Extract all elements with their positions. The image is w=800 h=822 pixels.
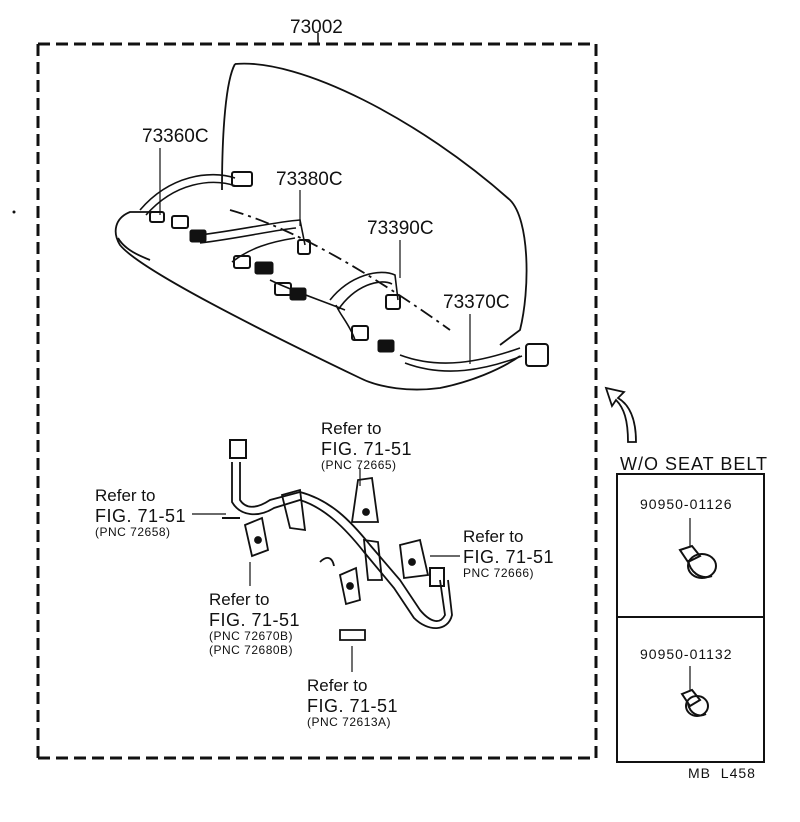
plug-icon-2 <box>680 688 709 717</box>
refer-to-text: Refer to <box>209 590 270 609</box>
fig-link[interactable]: FIG. 71-51 <box>95 505 187 526</box>
refer-to-text: Refer to <box>463 527 524 546</box>
assembly-number: 73002 <box>290 17 343 38</box>
stray-mark <box>12 210 16 214</box>
ref-leaders <box>192 468 460 672</box>
fig-link[interactable]: FIG. 71-51 <box>209 609 301 630</box>
plug-icon-1 <box>678 544 717 579</box>
pnc-text: (PNC 72658) <box>95 525 171 540</box>
fig-link[interactable]: FIG. 71-51 <box>321 438 413 459</box>
ref-block-72613a: Refer to FIG. 71-51 (PNC 72613A) <box>307 676 398 730</box>
pnc-text: PNC 72666) <box>463 566 535 581</box>
refer-to-text: Refer to <box>321 419 382 438</box>
pnc-text: (PNC 72670B) <box>209 629 294 644</box>
pnc-text: (PNC 72665) <box>321 458 397 473</box>
part-number-73380c: 73380C <box>276 169 343 190</box>
part-number-73370c: 73370C <box>443 292 510 313</box>
bench-seat <box>114 62 528 391</box>
ref-block-72666: Refer to FIG. 71-51 PNC 72666) <box>463 527 554 581</box>
pnc-text: (PNC 72680B) <box>209 643 294 658</box>
part-number-73360c: 73360C <box>142 126 209 147</box>
fig-link[interactable]: FIG. 71-51 <box>307 695 399 716</box>
variant-part-number: 90950-01132 <box>640 646 733 662</box>
belt-buckles <box>149 171 549 367</box>
variant-box <box>616 473 765 763</box>
ref-block-72665: Refer to FIG. 71-51 (PNC 72665) <box>321 419 412 473</box>
ref-block-72658: Refer to FIG. 71-51 (PNC 72658) <box>95 486 186 540</box>
assembly-frame <box>36 42 598 760</box>
footer-code: MB L458 <box>688 765 756 781</box>
variant-part-number: 90950-01126 <box>640 496 733 512</box>
seat-belts-upper <box>139 173 523 372</box>
refer-to-text: Refer to <box>307 676 368 695</box>
variant-title: W/O SEAT BELT <box>620 454 769 474</box>
part-number-73390c: 73390C <box>367 218 434 239</box>
pnc-text: (PNC 72613A) <box>307 715 392 730</box>
ref-block-72670b: Refer to FIG. 71-51 (PNC 72670B) (PNC 72… <box>209 590 300 658</box>
anchor-bar <box>222 439 453 641</box>
part-leaders <box>159 148 471 364</box>
variant-arrow <box>604 386 637 443</box>
fig-link[interactable]: FIG. 71-51 <box>463 546 555 567</box>
refer-to-text: Refer to <box>95 486 156 505</box>
